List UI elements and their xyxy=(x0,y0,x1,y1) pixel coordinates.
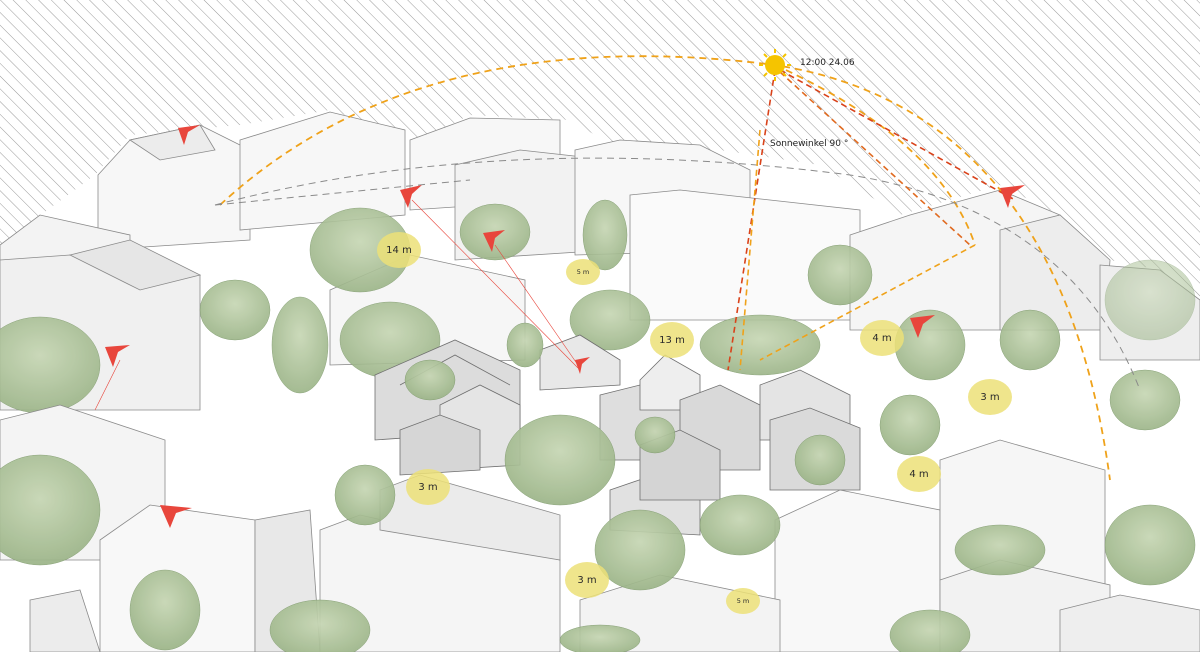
height-marker: 14 m xyxy=(377,232,421,268)
sun-ray-vertical xyxy=(727,69,776,371)
kite-connectors xyxy=(94,199,581,411)
sun-ray-left-vertical xyxy=(739,129,761,371)
sun-ray-low xyxy=(759,244,976,361)
height-marker: 5 m xyxy=(566,259,600,285)
kite-icon xyxy=(483,230,505,252)
height-marker: 5 m xyxy=(726,588,760,614)
height-marker: 4 m xyxy=(897,456,941,492)
height-marker: 4 m xyxy=(860,320,904,356)
sun-angle-label: Sonnewinkel 90 ° xyxy=(770,139,849,149)
sun-path-arc-inner xyxy=(774,64,976,246)
kite-icon xyxy=(910,315,935,338)
height-marker: 3 m xyxy=(565,562,609,598)
kite-icon xyxy=(1000,185,1025,208)
kite-icon xyxy=(178,125,200,145)
height-marker: 3 m xyxy=(968,379,1012,415)
wind-markers xyxy=(105,125,1025,528)
height-marker: 3 m xyxy=(406,469,450,505)
sun-ray-right xyxy=(779,69,1016,201)
height-marker: 13 m xyxy=(650,322,694,358)
kite-icon xyxy=(105,345,130,367)
sun-rays xyxy=(727,69,1016,371)
kite-icon xyxy=(575,357,590,374)
sun-time-label: 12:00 24.06 xyxy=(800,58,855,68)
ground-line-gray xyxy=(214,179,471,206)
kite-icon xyxy=(400,185,422,208)
sun-icon xyxy=(759,49,791,81)
sun-path-arc-gray xyxy=(214,157,1141,391)
sun-ray-mid xyxy=(779,71,971,246)
kite-icon xyxy=(160,505,192,528)
trees-foreground xyxy=(0,322,1196,652)
